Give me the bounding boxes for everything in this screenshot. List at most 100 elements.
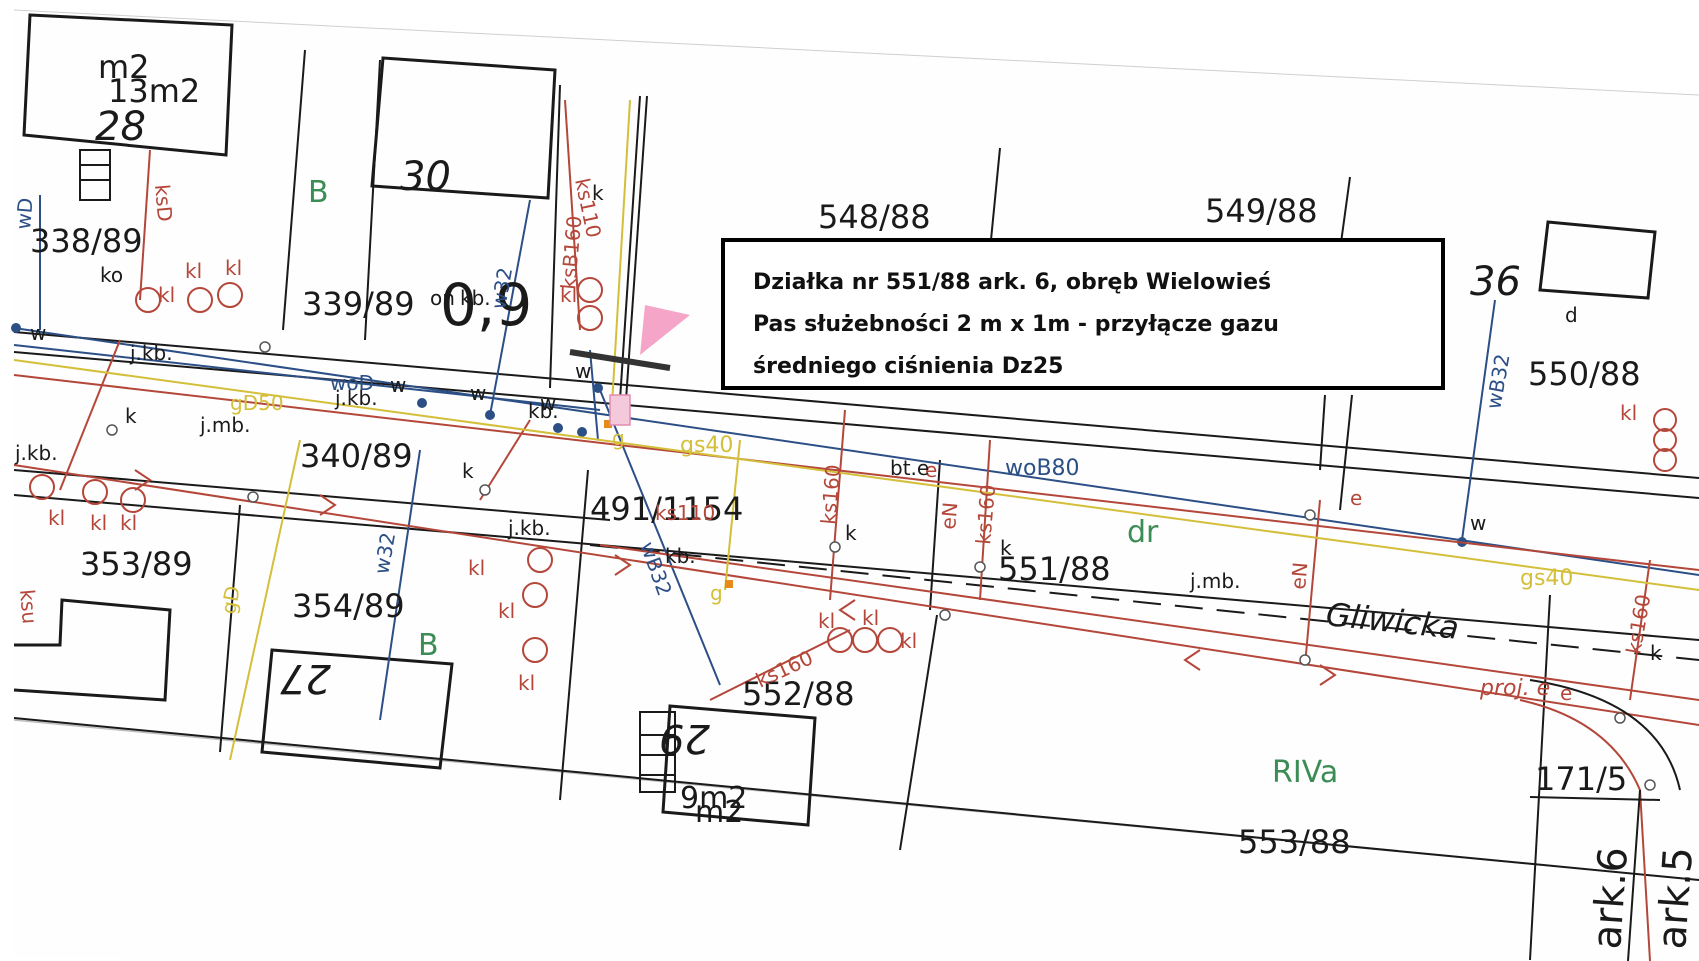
road-curve — [1519, 699, 1651, 961]
label-kl-10: kl — [818, 609, 835, 633]
label-kl-3: kl — [158, 283, 175, 307]
label-jkb-1: j.kb. — [129, 341, 173, 365]
info-line-parcel: Działka nr 551/88 ark. 6, obręb Wielowie… — [753, 270, 1272, 295]
buildings — [13, 13, 1657, 827]
flow-arrows — [134, 469, 1337, 686]
label-kb-6: kb. — [665, 544, 696, 568]
label-gD: gD — [216, 584, 245, 616]
label-wD: wD — [11, 197, 38, 231]
label-on: on — [430, 286, 455, 310]
parcel-171: 171/5 — [1535, 760, 1627, 798]
label-woB80: woB80 — [1005, 456, 1080, 481]
building-28 — [22, 13, 234, 157]
stairs — [79, 149, 676, 793]
label-ko: ko — [100, 263, 123, 287]
parcel-354: 354/89 — [292, 587, 405, 625]
label-k-1: k — [125, 404, 137, 428]
label-e-2: e — [1350, 486, 1362, 510]
label-jmb-2: j.mb. — [1189, 569, 1240, 593]
building-29-area: 9m2 — [680, 781, 747, 816]
label-kl-5: kl — [90, 511, 107, 535]
label-g-2: g — [710, 581, 723, 605]
building-36 — [1538, 220, 1657, 300]
label-jkb-3: j.kb. — [14, 441, 58, 465]
label-gs40-b: gs40 — [1520, 566, 1573, 591]
label-k-4: k — [1000, 536, 1012, 560]
measure-line — [569, 349, 671, 371]
info-line-pressure: średniego ciśnienia Dz25 — [753, 354, 1064, 379]
sheet-divider — [1627, 789, 1641, 961]
label-kl-2: kl — [225, 256, 242, 280]
info-line-easement: Pas służebności 2 m x 1m - przyłącze gaz… — [753, 312, 1279, 337]
label-eN-1: eN — [936, 501, 962, 530]
label-d: d — [1565, 303, 1578, 327]
parcel-labels: 338/89 339/89 340/89 353/89 354/89 548/8… — [30, 192, 1641, 861]
parcel-340: 340/89 — [300, 437, 413, 475]
label-k-6: k — [1650, 641, 1662, 665]
land-class-b-1: B — [308, 175, 329, 210]
label-jkb-4: j.kb. — [507, 516, 551, 540]
building-27 — [260, 648, 454, 770]
building-28-area: 13m2 — [108, 72, 200, 110]
label-kl-11: kl — [862, 606, 879, 630]
label-ksu: ksu — [15, 588, 42, 625]
parcel-551: 551/88 — [998, 550, 1111, 588]
label-w-5: w — [1470, 511, 1486, 535]
sheet-ark6: ark.6 — [1584, 845, 1637, 950]
label-g-1: g — [612, 426, 625, 450]
label-kl-1: kl — [185, 259, 202, 283]
label-kl-13: kl — [560, 283, 577, 307]
building-28-number: 28 — [95, 104, 146, 150]
building-28-area-unit: m2 — [98, 48, 150, 86]
building-29-area-unit: m2 — [695, 795, 743, 830]
building-labels: 28 30 36 27 29 13m2 m2 9m2 m2 — [95, 48, 1521, 830]
parcel-339: 339/89 — [302, 285, 415, 323]
label-ks160-b: ks160 — [971, 483, 1000, 545]
label-jkb-2: j.kb. — [334, 386, 378, 410]
building-29 — [661, 704, 817, 827]
parcel-549: 549/88 — [1205, 192, 1318, 230]
label-kl-7: kl — [468, 556, 485, 580]
label-w-4: w — [575, 359, 591, 383]
building-36-number: 36 — [1470, 259, 1521, 305]
label-kl-6: kl — [120, 511, 137, 535]
building-30-number: 30 — [400, 154, 451, 200]
label-w-2: w — [390, 373, 406, 397]
utility-labels: wD w j.kb. j.kb. j.kb. j.kb. kb. kb. kb.… — [11, 176, 1662, 705]
parcel-338: 338/89 — [30, 222, 143, 260]
building-353 — [13, 598, 172, 702]
label-w-3: w — [470, 381, 486, 405]
parcel-548: 548/88 — [818, 198, 931, 236]
parcel-553: 553/88 — [1238, 823, 1351, 861]
road-curve-inner — [1529, 679, 1681, 791]
parcel-353: 353/89 — [80, 545, 193, 583]
sheet-edge-top — [13, 9, 1699, 96]
label-kl-8: kl — [498, 599, 515, 623]
survey-points — [106, 341, 1656, 791]
water-lines — [13, 195, 1699, 721]
parcel-550: 550/88 — [1528, 355, 1641, 393]
label-ksD: ksD — [150, 183, 177, 222]
label-kl-12: kl — [900, 629, 917, 653]
map-sheet — [14, 10, 1699, 961]
building-30 — [370, 56, 557, 200]
label-woD: woD — [330, 371, 374, 395]
land-class-b-2: B — [418, 628, 439, 663]
land-class-dr: dr — [1127, 515, 1159, 550]
measure-0-9: 0,9 — [440, 271, 532, 339]
label-kl-14: kl — [1620, 401, 1637, 425]
label-kb-7: kb. — [460, 286, 491, 310]
label-bt-e: bt.e — [890, 456, 929, 480]
label-kb-5: kb. — [528, 399, 559, 423]
gas-nodes — [604, 420, 733, 588]
label-kl-9: kl — [518, 671, 535, 695]
label-gD50: gD50 — [230, 391, 284, 415]
label-ks160-a: ks160 — [816, 463, 845, 525]
sewer-wells — [29, 277, 1677, 663]
label-w-6: w — [540, 391, 556, 415]
building-29-number: 29 — [659, 715, 710, 761]
label-k-5: k — [592, 181, 604, 205]
sheet-ark5: ark.5 — [1649, 845, 1699, 950]
label-proj-e: proj. e — [1479, 676, 1550, 701]
label-e-1: e — [925, 458, 937, 482]
